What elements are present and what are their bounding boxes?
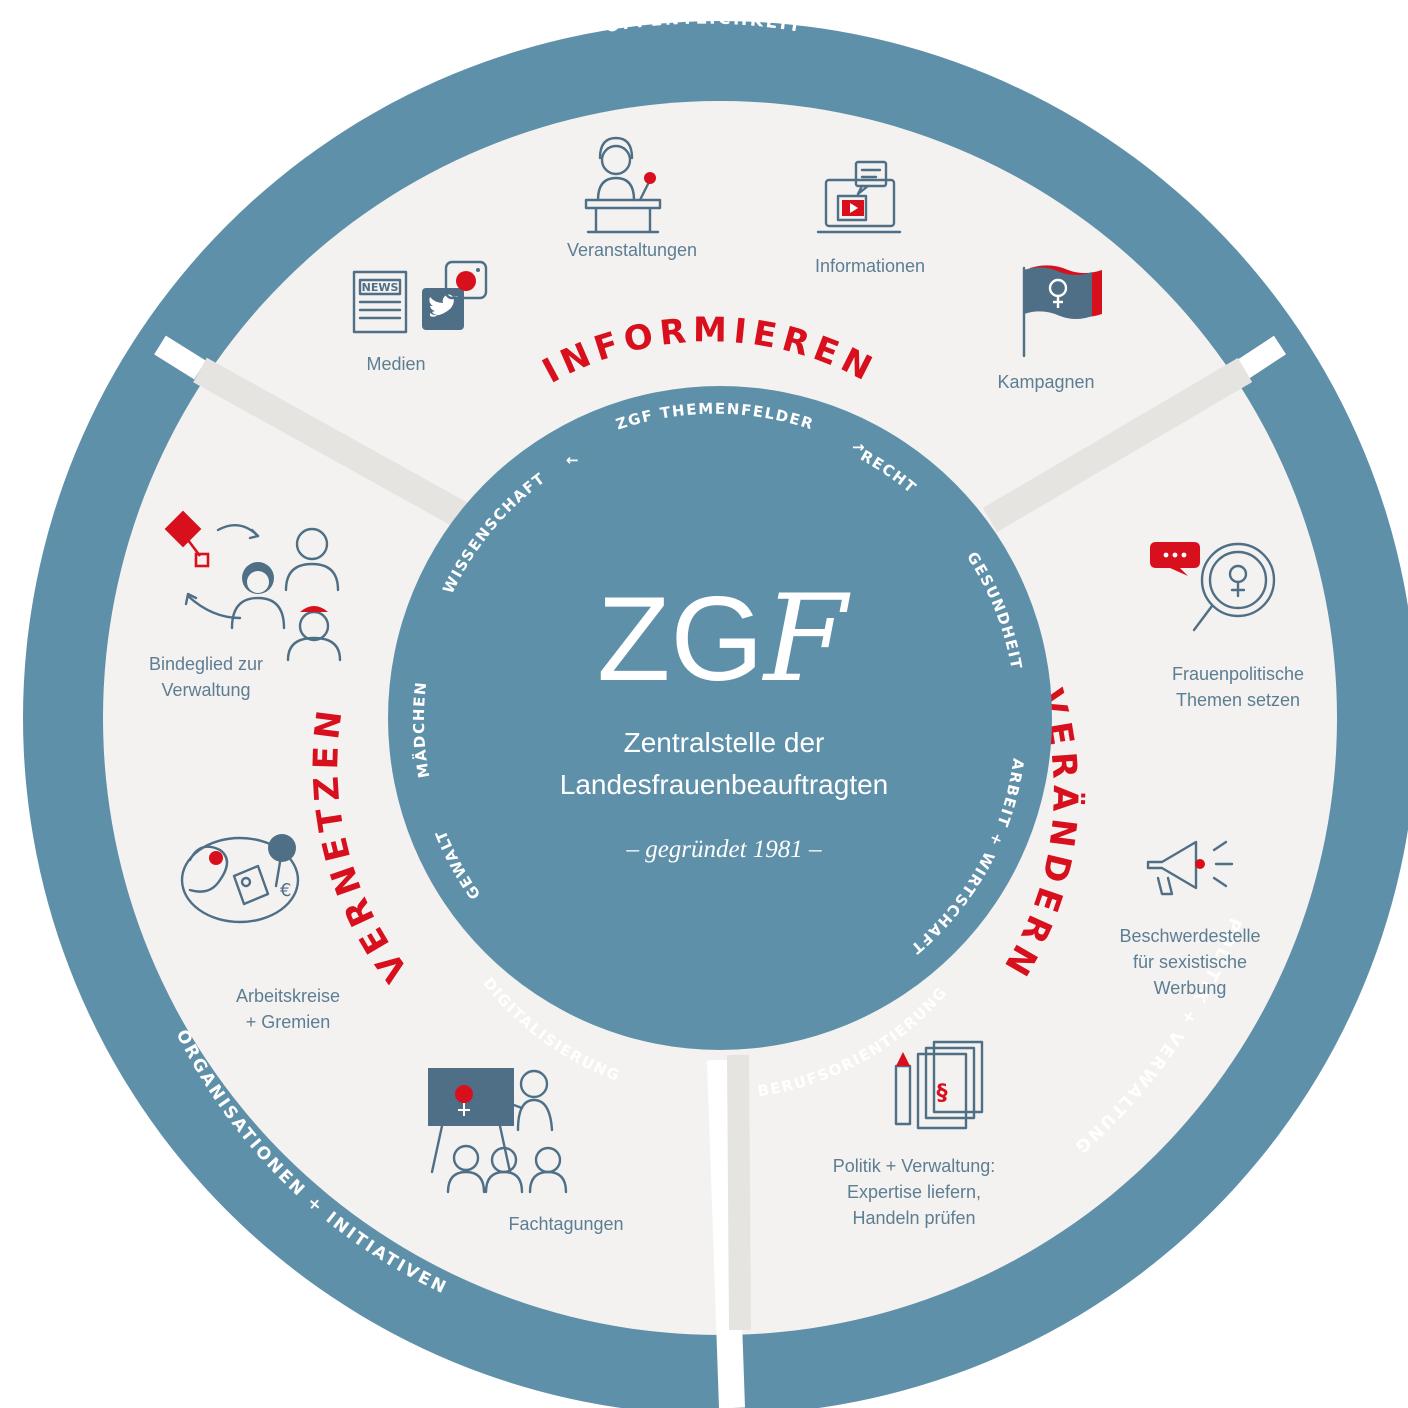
label-informationen: Informationen: [815, 256, 925, 276]
svg-text:NEWS: NEWS: [362, 281, 399, 294]
female-flag-icon: [1022, 265, 1102, 358]
news-social-icon: NEWS: [352, 260, 488, 334]
label-beschwerde-3: Werbung: [1154, 978, 1227, 998]
label-fachtagungen: Fachtagungen: [508, 1214, 623, 1234]
topic-maedchen: MÄDCHEN: [410, 680, 433, 779]
label-beschwerde-2: für sexistische: [1133, 952, 1247, 972]
arrow-right: →: [852, 438, 866, 456]
subtitle-line1: Zentralstelle der: [624, 727, 825, 758]
meeting-hands-icon: €: [180, 834, 300, 924]
label-medien: Medien: [366, 354, 425, 374]
megaphone-icon: [1146, 840, 1234, 896]
law-documents-icon: §: [894, 1040, 984, 1130]
svg-text:§: §: [937, 1081, 948, 1106]
divider-right: [982, 357, 1253, 533]
segment-dividers: [193, 357, 1253, 1331]
speaker-podium-icon: [584, 136, 662, 234]
label-frauenpolitische-1: Frauenpolitische: [1172, 664, 1304, 684]
svg-text:€: €: [280, 880, 291, 901]
logo-zgf: ZGF: [597, 570, 851, 709]
label-frauenpolitische-2: Themen setzen: [1176, 690, 1300, 710]
center-circle: [388, 386, 1052, 1050]
arrow-left: ←: [566, 451, 580, 469]
label-arbeitskreise-2: + Gremien: [246, 1012, 331, 1032]
ring-gap-bottom: [707, 1059, 745, 1408]
label-politik-1: Politik + Verwaltung:: [833, 1156, 996, 1176]
label-bindeglied-2: Verwaltung: [161, 680, 250, 700]
label-beschwerde-1: Beschwerdestelle: [1119, 926, 1260, 946]
label-politik-2: Expertise liefern,: [847, 1182, 981, 1202]
magnifier-female-icon: [1150, 542, 1276, 632]
founded-text: – gegründet 1981 –: [625, 836, 822, 863]
label-kampagnen: Kampagnen: [997, 372, 1094, 392]
label-bindeglied-1: Bindeglied zur: [149, 654, 263, 674]
divider-bottom: [727, 1054, 751, 1331]
subtitle-line2: Landesfrauenbeauftragten: [560, 769, 889, 800]
label-arbeitskreise-1: Arbeitskreise: [236, 986, 340, 1006]
key-people-icon: [164, 510, 342, 662]
label-politik-3: Handeln prüfen: [852, 1208, 975, 1228]
presentation-icon: [428, 1068, 568, 1194]
computer-info-icon: [816, 160, 902, 234]
ring-gap-left: [154, 335, 206, 380]
ring-gap-right: [1235, 335, 1287, 380]
divider-left: [193, 357, 477, 533]
label-veranstaltungen: Veranstaltungen: [567, 240, 697, 260]
